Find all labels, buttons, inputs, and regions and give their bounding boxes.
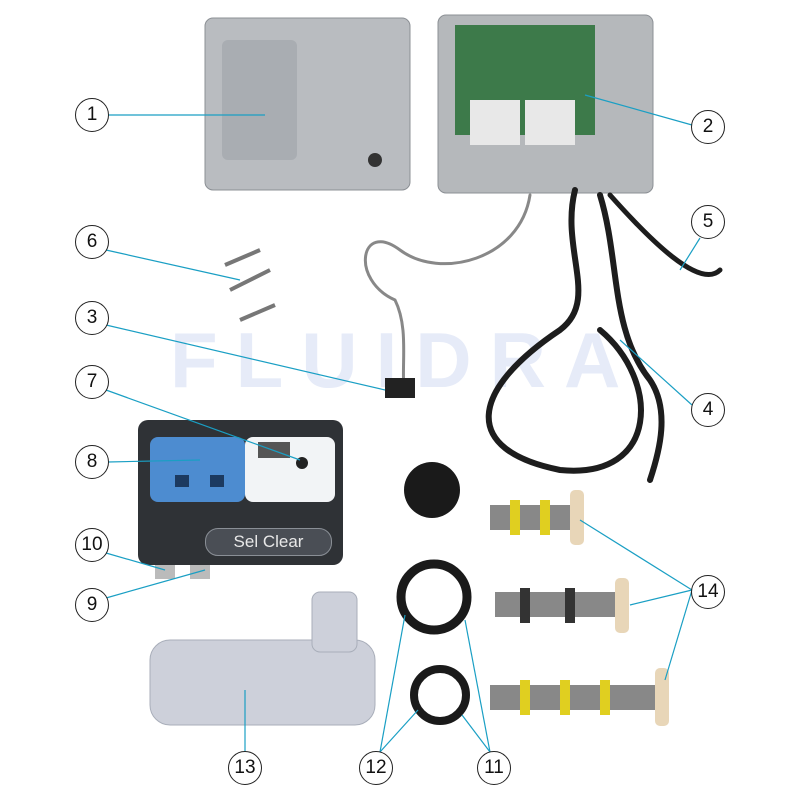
callout-12: 12	[359, 751, 393, 785]
callout-3: 3	[75, 301, 109, 335]
leader-lines	[105, 94, 701, 753]
callout-14: 14	[691, 575, 725, 609]
callout-9: 9	[75, 588, 109, 622]
callout-1: 1	[75, 98, 109, 132]
part-electrodes	[490, 490, 669, 726]
callout-13: 13	[228, 751, 262, 785]
callout-10: 10	[75, 528, 109, 562]
part-enclosure-lid	[204, 17, 411, 191]
callout-7: 7	[75, 365, 109, 399]
callout-4: 4	[691, 393, 725, 427]
device-brand-label: Sel Clear	[205, 528, 332, 556]
part-ring-large	[396, 559, 472, 635]
callout-8: 8	[75, 445, 109, 479]
callout-6: 6	[75, 225, 109, 259]
part-screws	[224, 248, 276, 322]
part-cap	[404, 462, 460, 518]
part-flow-cell	[149, 591, 376, 726]
part-cables	[363, 187, 723, 483]
part-probe	[385, 378, 415, 398]
part-ring-small	[410, 665, 470, 725]
callout-2: 2	[691, 110, 725, 144]
callout-5: 5	[691, 205, 725, 239]
callout-11: 11	[477, 751, 511, 785]
part-enclosure-with-pcb	[437, 14, 654, 194]
